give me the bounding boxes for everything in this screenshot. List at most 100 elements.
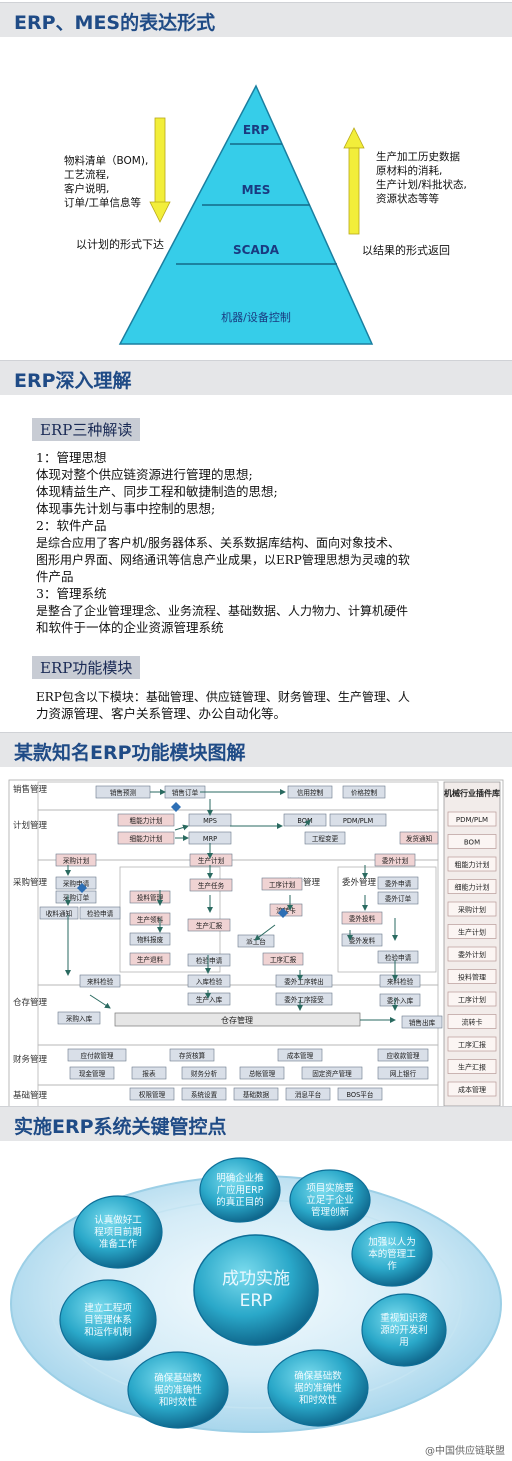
side-label-finance: 财务管理 [13,1054,48,1065]
right-caption: 以结果的形式返回 [362,243,450,257]
warehouse-label: 仓存管理 [221,1015,253,1025]
plugin-box [447,1081,497,1097]
flow-box-outsource-plan: 委外计划 [374,853,416,867]
flow-box-label: 系统设置 [191,1090,218,1099]
band-outsource [337,866,437,973]
flow-box-msg-platform: 消息平台 [285,1087,331,1101]
plugin-box [447,834,497,849]
center-bubble [193,1234,319,1346]
flow-box-feed-mgmt: 投料管理 [129,890,171,904]
flow-box-label: 现金管理 [79,1069,106,1078]
section-header-key-points: 实施ERP系统关键管控点 [0,1106,512,1141]
center-text-line2: ERP [240,1291,273,1311]
flow-box-material-report: 物料报废 [129,932,171,946]
flow-box-process-plan: 工序计划 [261,877,303,891]
pyramid-diagram: ERP MES SCADA 机器/设备控制 物料清单（BOM), 工艺流程, 客… [64,84,467,345]
flow-box-label: 工程变更 [312,834,339,843]
flow-box-ship-notice: 发货通知 [399,831,439,845]
text-line: 体现精益生产、同步工程和敏捷制造的思想; [36,484,278,499]
flow-box-label: 销售出库 [409,1018,436,1027]
flow-box-bank: 网上银行 [377,1066,429,1080]
bubble-text: 明确企业推 [216,1172,264,1184]
bubble-text: 据的准确性 [294,1382,342,1394]
flow-box-incoming-inspect2: 来料检验 [379,974,421,988]
section-header-expression: ERP、MES的表达形式 [0,2,512,37]
flow-box-label: 委外订单 [385,894,412,903]
side-label-mfg: 生产管理 [286,877,321,888]
bubble-text: 管理创新 [311,1206,350,1218]
flow-box-label: 成本管理 [287,1051,314,1060]
side-label-warehouse: 仓存管理 [13,997,48,1008]
flow-box-cash: 现金管理 [69,1066,115,1080]
bubble-text: 广应用ERP [217,1184,264,1196]
plugin-label: 生产计划 [458,928,486,937]
plugin-title: 机械行业插件库 [444,788,500,798]
flow-box-label: 信用控制 [297,788,324,797]
flow-box-label: 基础数据 [243,1090,270,1099]
flow-box-label: 来料检验 [387,977,414,986]
flow-box-label: 收料通知 [46,909,72,918]
text-line: 图形用户界面、网络通讯等信息产业成果，以ERP管理思想为灵魂的软 [36,553,410,567]
text-line: 和软件于一体的企业资源管理系统 [36,620,224,635]
flow-box-outsource-in: 委外入库 [379,993,421,1007]
flow-box-label: 委外投料 [349,914,376,923]
flow-box-label: 委外计划 [382,856,409,865]
bubble-text: 作 [387,1260,397,1272]
text-line: 3：管理系统 [36,586,107,601]
flow-box-prod-plan: 生产计划 [189,853,233,867]
flow-box-label: 消息平台 [295,1090,322,1099]
flow-box-dispatch: 派工台 [237,934,275,948]
bubble-text: 目管理体系 [84,1314,132,1326]
flow-box-label: 固定资产管理 [312,1069,352,1078]
flow-box-sales-order: 销售订单 [164,785,206,799]
plugin-box [447,1036,497,1052]
flow-box-label: 工序汇报 [270,955,297,964]
bubble-text: 的真正目的 [216,1196,264,1208]
up-arrow-shaft [348,147,360,235]
flow-box-label: MRP [203,835,217,843]
flow-box-label: 入库检验 [196,977,223,986]
flow-box-bos: BOS平台 [337,1087,383,1101]
pyramid-level-mes: MES [242,183,271,197]
side-label-sales: 销售管理 [13,784,48,795]
flow-box-ledger: 总帐管理 [239,1066,285,1080]
section-title: 某款知名ERP功能模块图解 [14,742,246,764]
flow-box-label: 检验申请 [385,953,412,962]
flow-box-outsource-order: 委外订单 [377,891,419,905]
flow-box-label: 生产入库 [196,995,223,1004]
flow-box-label: 检验申请 [196,956,223,965]
plugin-panel [443,781,501,1107]
flow-box-stock-accounting: 存货核算 [169,1048,215,1062]
diamond-node [278,908,288,918]
section-header-module-diagram: 某款知名ERP功能模块图解 [0,732,512,767]
flow-box-label: 总帐管理 [249,1069,276,1078]
down-arrow-icon [149,201,171,223]
flow-box-fixed-asset: 固定资产管理 [301,1066,363,1080]
flow-box-label: 生产计划 [198,856,225,865]
plugin-label: 采购计划 [458,905,486,914]
flow-box-label: 发货通知 [406,834,432,843]
right-note: 资源状态等等 [376,192,439,205]
flow-box-price-control: 价格控制 [342,785,386,799]
flow-box-label: MPS [203,817,217,825]
bubble-text: 和运作机制 [84,1326,132,1338]
plugin-label: 生产汇报 [458,1063,486,1072]
text-line: 力资源管理、客户关系管理、办公自动化等。 [36,706,287,721]
flow-box-mps: MPS [188,813,232,827]
flow-box-auth: 权限管理 [129,1087,175,1101]
pyramid-level-scada: SCADA [233,243,280,257]
flow-box-prod-return: 生产退料 [129,952,171,966]
flow-box-label: 委外发料 [349,936,376,945]
flow-box-process-report: 工序汇报 [262,952,304,966]
plugin-label: 工序汇报 [458,1040,486,1049]
flow-box-sales-out: 销售出库 [401,1015,443,1029]
plugin-box [447,1059,497,1074]
side-label-base: 基础管理 [13,1090,48,1101]
plugin-label: 流转卡 [462,1018,483,1027]
flow-box-receive-notice: 收料通知 [39,906,79,920]
bubble-text: 本的管理工 [368,1248,416,1260]
flow-box-label: BOS平台 [347,1090,374,1099]
